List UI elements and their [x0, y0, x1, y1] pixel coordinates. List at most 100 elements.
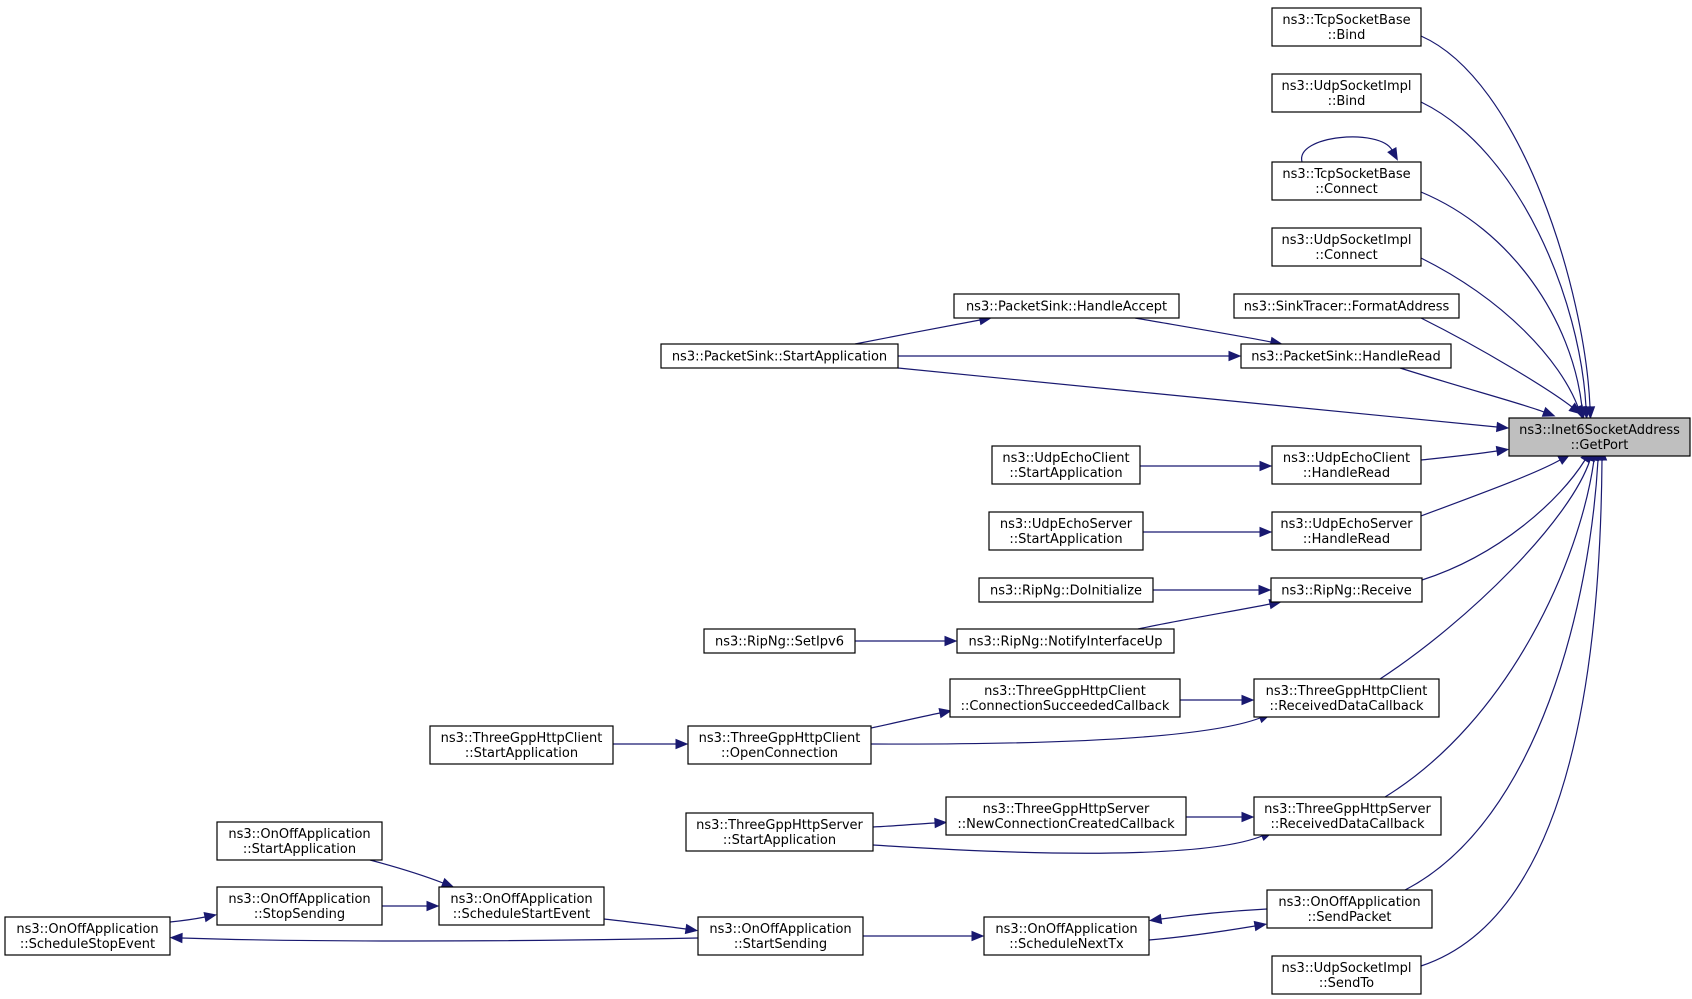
node-box [1271, 955, 1422, 995]
node-label: ns3::SinkTracer::FormatAddress [1244, 300, 1450, 315]
node-box [687, 725, 872, 765]
node-label: ns3::OnOffApplication [450, 892, 592, 907]
arrowhead [1496, 421, 1510, 433]
edge-rip_setipv6-to-rip_notify [855, 635, 958, 647]
edge-oo_schedstop-to-oo_stopsend [169, 911, 218, 923]
node-rip_receive[interactable]: ns3::RipNg::Receive [1270, 577, 1423, 603]
node-tgc_open[interactable]: ns3::ThreeGppHttpClient::OpenConnection [687, 725, 872, 765]
node-label: ::Connect [1315, 182, 1378, 197]
edge-ps_start-to-ps_read [898, 350, 1242, 362]
node-label: ns3::RipNg::SetIpv6 [715, 635, 844, 650]
edge-line [1404, 459, 1599, 891]
node-label: ns3::PacketSink::HandleAccept [966, 300, 1167, 315]
edge-rip_receive-to-getport [1421, 449, 1592, 581]
node-getport[interactable]: ns3::Inet6SocketAddress::GetPort [1508, 417, 1691, 457]
edge-oo_stopsend-to-oo_schedstart [382, 900, 440, 912]
node-box [660, 343, 899, 369]
node-rip_notify[interactable]: ns3::RipNg::NotifyInterfaceUp [956, 628, 1175, 654]
arrowhead [684, 923, 699, 935]
node-udp_bind[interactable]: ns3::UdpSocketImpl::Bind [1271, 73, 1422, 113]
node-ps_read[interactable]: ns3::PacketSink::HandleRead [1240, 343, 1452, 369]
node-label: ns3::UdpSocketImpl [1282, 233, 1412, 248]
edge-uec_read-to-getport [1420, 445, 1510, 461]
node-ues_read[interactable]: ns3::UdpEchoServer::HandleRead [1271, 511, 1422, 551]
arrowhead [1241, 811, 1255, 823]
edge-ps_start-to-getport [897, 367, 1510, 433]
node-label: ns3::ThreeGppHttpClient [441, 731, 603, 746]
node-box [1271, 511, 1422, 551]
node-box [438, 886, 605, 926]
node-label: ns3::ThreeGppHttpClient [1266, 684, 1428, 699]
arrowhead [1387, 147, 1398, 161]
node-tgc_conn[interactable]: ns3::ThreeGppHttpClient::ConnectionSucce… [949, 678, 1181, 718]
node-tgc_recv[interactable]: ns3::ThreeGppHttpClient::ReceivedDataCal… [1253, 678, 1440, 718]
node-ps_start[interactable]: ns3::PacketSink::StartApplication [660, 343, 899, 369]
node-box [953, 293, 1180, 319]
node-tgs_start[interactable]: ns3::ThreeGppHttpServer::StartApplicatio… [685, 812, 874, 852]
node-box [1233, 293, 1460, 319]
node-label: ns3::ThreeGppHttpServer [1264, 802, 1431, 817]
node-uec_read[interactable]: ns3::UdpEchoClient::HandleRead [1271, 445, 1422, 485]
node-label: ::ConnectionSucceededCallback [961, 699, 1170, 714]
node-label: ::StartApplication [465, 746, 578, 761]
arrowhead [1541, 406, 1556, 417]
node-oo_stopsend[interactable]: ns3::OnOffApplication::StopSending [216, 886, 383, 926]
arrowhead [934, 817, 948, 829]
edge-rip_notify-to-rip_receive [1137, 598, 1283, 630]
node-label: ::StartApplication [723, 833, 836, 848]
edge-rip_init-to-rip_receive [1153, 584, 1272, 596]
edge-line [870, 712, 941, 729]
edge-sink_format-to-getport [1420, 317, 1582, 415]
node-box [991, 445, 1141, 485]
edge-line [1420, 35, 1591, 408]
node-label: ::HandleRead [1303, 532, 1390, 547]
node-tgs_recv[interactable]: ns3::ThreeGppHttpServer::ReceivedDataCal… [1253, 796, 1442, 836]
node-box [978, 577, 1154, 603]
node-tcp_bind[interactable]: ns3::TcpSocketBase::Bind [1271, 7, 1422, 47]
node-label: ns3::UdpSocketImpl [1282, 961, 1412, 976]
edge-oo_startsend-to-oo_nexttx [863, 930, 985, 942]
node-box [697, 916, 864, 956]
node-label: ::StopSending [254, 907, 345, 922]
node-oo_startsend[interactable]: ns3::OnOffApplication::StartSending [697, 916, 864, 956]
node-label: ns3::OnOffApplication [16, 922, 158, 937]
edge-tgc_open-to-tgc_conn [870, 707, 953, 729]
node-udp_sendto[interactable]: ns3::UdpSocketImpl::SendTo [1271, 955, 1422, 995]
edge-ues_start-to-ues_read [1143, 526, 1273, 538]
arrowhead [971, 930, 985, 942]
node-rip_setipv6[interactable]: ns3::RipNg::SetIpv6 [703, 628, 856, 654]
node-label: ns3::TcpSocketBase [1282, 167, 1410, 182]
arrowhead [1259, 526, 1273, 538]
node-box [1253, 678, 1440, 718]
arrowhead [426, 900, 440, 912]
edge-line [1134, 317, 1272, 343]
node-ps_accept[interactable]: ns3::PacketSink::HandleAccept [953, 293, 1180, 319]
node-oo_schedstop[interactable]: ns3::OnOffApplication::ScheduleStopEvent [4, 916, 171, 956]
node-box [956, 628, 1175, 654]
arrowhead [675, 738, 689, 750]
node-label: ::StartApplication [243, 842, 356, 857]
node-oo_sendpacket[interactable]: ns3::OnOffApplication::SendPacket [1266, 889, 1433, 929]
node-label: ::GetPort [1571, 438, 1629, 453]
node-oo_schedstart[interactable]: ns3::OnOffApplication::ScheduleStartEven… [438, 886, 605, 926]
node-label: ::StartApplication [1009, 466, 1122, 481]
node-label: ns3::OnOffApplication [709, 922, 851, 937]
node-tcp_connect[interactable]: ns3::TcpSocketBase::Connect [1271, 161, 1422, 201]
node-tgc_start[interactable]: ns3::ThreeGppHttpClient::StartApplicatio… [429, 725, 614, 765]
node-oo_startapp[interactable]: ns3::OnOffApplication::StartApplication [216, 821, 383, 861]
node-tgs_newconn[interactable]: ns3::ThreeGppHttpServer::NewConnectionCr… [945, 796, 1187, 836]
node-label: ns3::UdpEchoServer [1000, 517, 1133, 532]
node-sink_format[interactable]: ns3::SinkTracer::FormatAddress [1233, 293, 1460, 319]
node-label: ::Connect [1315, 248, 1378, 263]
node-box [685, 812, 874, 852]
node-oo_nexttx[interactable]: ns3::OnOffApplication::ScheduleNextTx [983, 916, 1150, 956]
node-udp_connect[interactable]: ns3::UdpSocketImpl::Connect [1271, 227, 1422, 267]
node-box [1271, 7, 1422, 47]
node-rip_init[interactable]: ns3::RipNg::DoInitialize [978, 577, 1154, 603]
node-ues_start[interactable]: ns3::UdpEchoServer::StartApplication [988, 511, 1144, 551]
arrowhead [169, 932, 183, 944]
edge-oo_schedstart-to-oo_startsend [603, 918, 699, 935]
edge-line [1420, 459, 1561, 517]
arrowhead [1259, 460, 1273, 472]
node-uec_start[interactable]: ns3::UdpEchoClient::StartApplication [991, 445, 1141, 485]
